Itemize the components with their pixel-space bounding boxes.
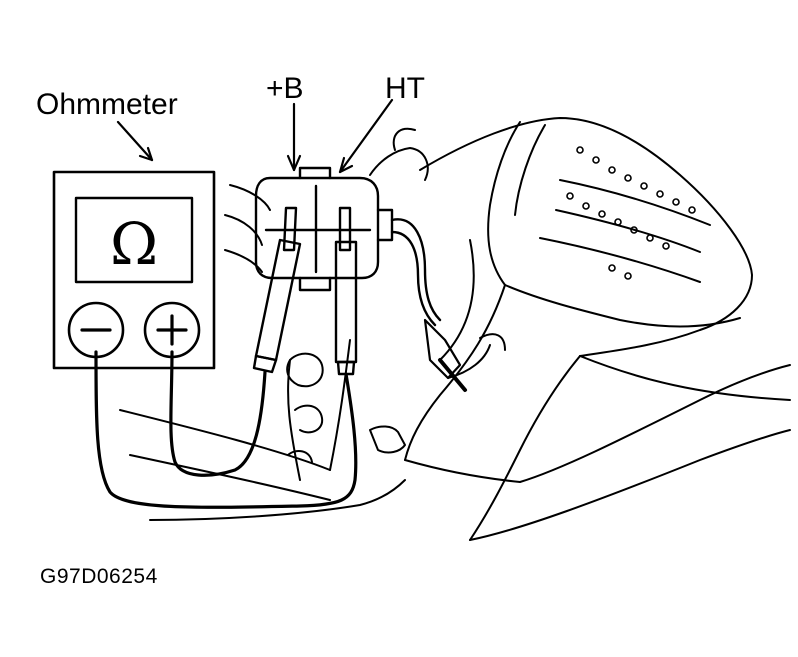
test-leads <box>94 350 358 509</box>
figure-code: G97D06254 <box>40 565 158 588</box>
ohmmeter-label: Ohmmeter <box>36 88 178 121</box>
engine-body <box>119 117 791 541</box>
pointer-arrows <box>116 98 394 174</box>
plus-b-terminal-label: +B <box>266 72 304 105</box>
ohmmeter: Ω <box>52 170 216 370</box>
ht-terminal-label: HT <box>385 72 425 105</box>
probe-ht <box>334 206 358 376</box>
negative-terminal <box>67 301 125 359</box>
plus-sign-icon <box>156 314 188 346</box>
housing-dimples <box>566 146 696 280</box>
sensor-connector <box>254 166 442 327</box>
positive-terminal <box>143 301 201 359</box>
omega-symbol: Ω <box>110 210 158 278</box>
probe-plus-b <box>252 206 302 374</box>
ohmmeter-display <box>74 196 194 284</box>
